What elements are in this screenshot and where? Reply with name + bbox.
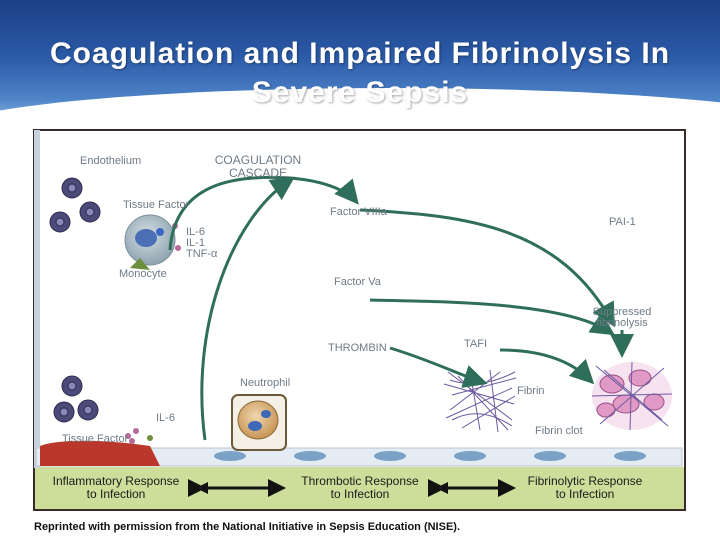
label-thrombin: THROMBIN <box>328 342 387 354</box>
label-tissue-factor-top: Tissue Factor <box>123 199 190 211</box>
inflammatory-line1: Inflammatory Response <box>52 474 180 488</box>
endothelium-wall <box>34 130 40 468</box>
slide-title-line1: Coagulation and Impaired Fibrinolysis In <box>49 37 671 70</box>
label-coagulation-cascade: COAGULATION CASCADE <box>200 154 316 180</box>
pathway-arrows <box>168 175 634 441</box>
inflammatory-response: Inflammatory Response to Infection <box>38 475 194 501</box>
thrombotic-line2: to Infection <box>330 487 390 501</box>
response-band <box>35 467 684 509</box>
label-coagulation-line1: COAGULATION <box>214 153 302 167</box>
fibrin-clot-icon <box>591 361 673 431</box>
label-coagulation-line2: CASCADE <box>228 166 287 180</box>
label-il6-bottom: IL-6 <box>156 412 175 424</box>
inflamed-endothelium <box>40 440 160 466</box>
thrombotic-response: Thrombotic Response to Infection <box>284 475 436 501</box>
label-suppressed-line1: Suppressed <box>592 306 652 318</box>
thrombotic-line1: Thrombotic Response <box>301 474 419 488</box>
label-fibrin: Fibrin <box>517 385 545 397</box>
slide-title: Coagulation and Impaired Fibrinolysis In… <box>0 34 720 112</box>
cytokine-dots <box>125 428 153 444</box>
neutrophil-icon <box>231 394 287 451</box>
inflammatory-line2: to Infection <box>86 487 146 501</box>
label-fibrin-clot: Fibrin clot <box>535 425 583 437</box>
label-monocyte: Monocyte <box>119 268 167 280</box>
label-tnf: TNF-α <box>186 248 218 260</box>
label-factor-va: Factor Va <box>334 276 381 288</box>
fibrinolytic-line1: Fibrinolytic Response <box>527 474 643 488</box>
slide-title-line2: Severe Sepsis <box>251 76 469 109</box>
response-dividers <box>196 482 514 494</box>
bacterium-icon <box>53 375 99 423</box>
label-tafi: TAFI <box>464 338 488 350</box>
label-endothelium: Endothelium <box>80 155 142 167</box>
bacterium-icon <box>49 177 101 233</box>
credit-text: Reprinted with permission from the Natio… <box>34 521 461 533</box>
label-suppressed-line2: fibrinolysis <box>596 317 648 329</box>
label-neutrophil: Neutrophil <box>240 377 291 389</box>
label-il1: IL-1 <box>186 237 205 249</box>
label-factor-viiia: Factor VIIIa <box>330 206 387 218</box>
fibrinolytic-line2: to Infection <box>555 487 615 501</box>
label-pai1: PAI-1 <box>609 216 636 228</box>
fibrinolytic-response: Fibrinolytic Response to Infection <box>513 475 657 501</box>
label-tissue-factor-bottom: Tissue Factor <box>62 433 129 445</box>
label-il6-top: IL-6 <box>186 226 205 238</box>
label-suppressed-fibrinolysis: Suppressed fibrinolysis <box>585 307 659 329</box>
title-banner <box>0 0 720 125</box>
